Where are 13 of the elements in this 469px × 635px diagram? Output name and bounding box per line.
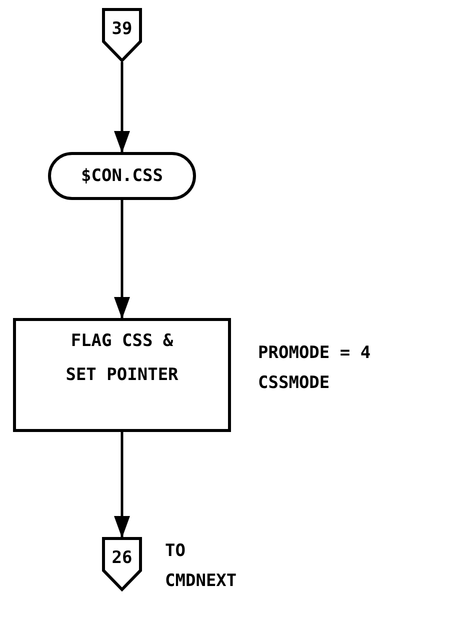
- side-note: TO CMDNEXT: [165, 540, 238, 593]
- offpage-connector: [102, 8, 142, 62]
- process-box: [13, 318, 231, 432]
- node-label: FLAG CSS & SET POINTER: [64, 330, 180, 387]
- node-label: 39: [110, 18, 134, 41]
- offpage-connector: [102, 537, 142, 591]
- node-label: 26: [110, 547, 134, 570]
- node-label: $CON.CSS: [80, 165, 164, 188]
- side-note: PROMODE = 4 CSSMODE: [258, 342, 372, 395]
- terminal-shape: [48, 152, 196, 200]
- arrow: [114, 200, 130, 319]
- arrow: [114, 432, 130, 538]
- arrow: [114, 62, 130, 153]
